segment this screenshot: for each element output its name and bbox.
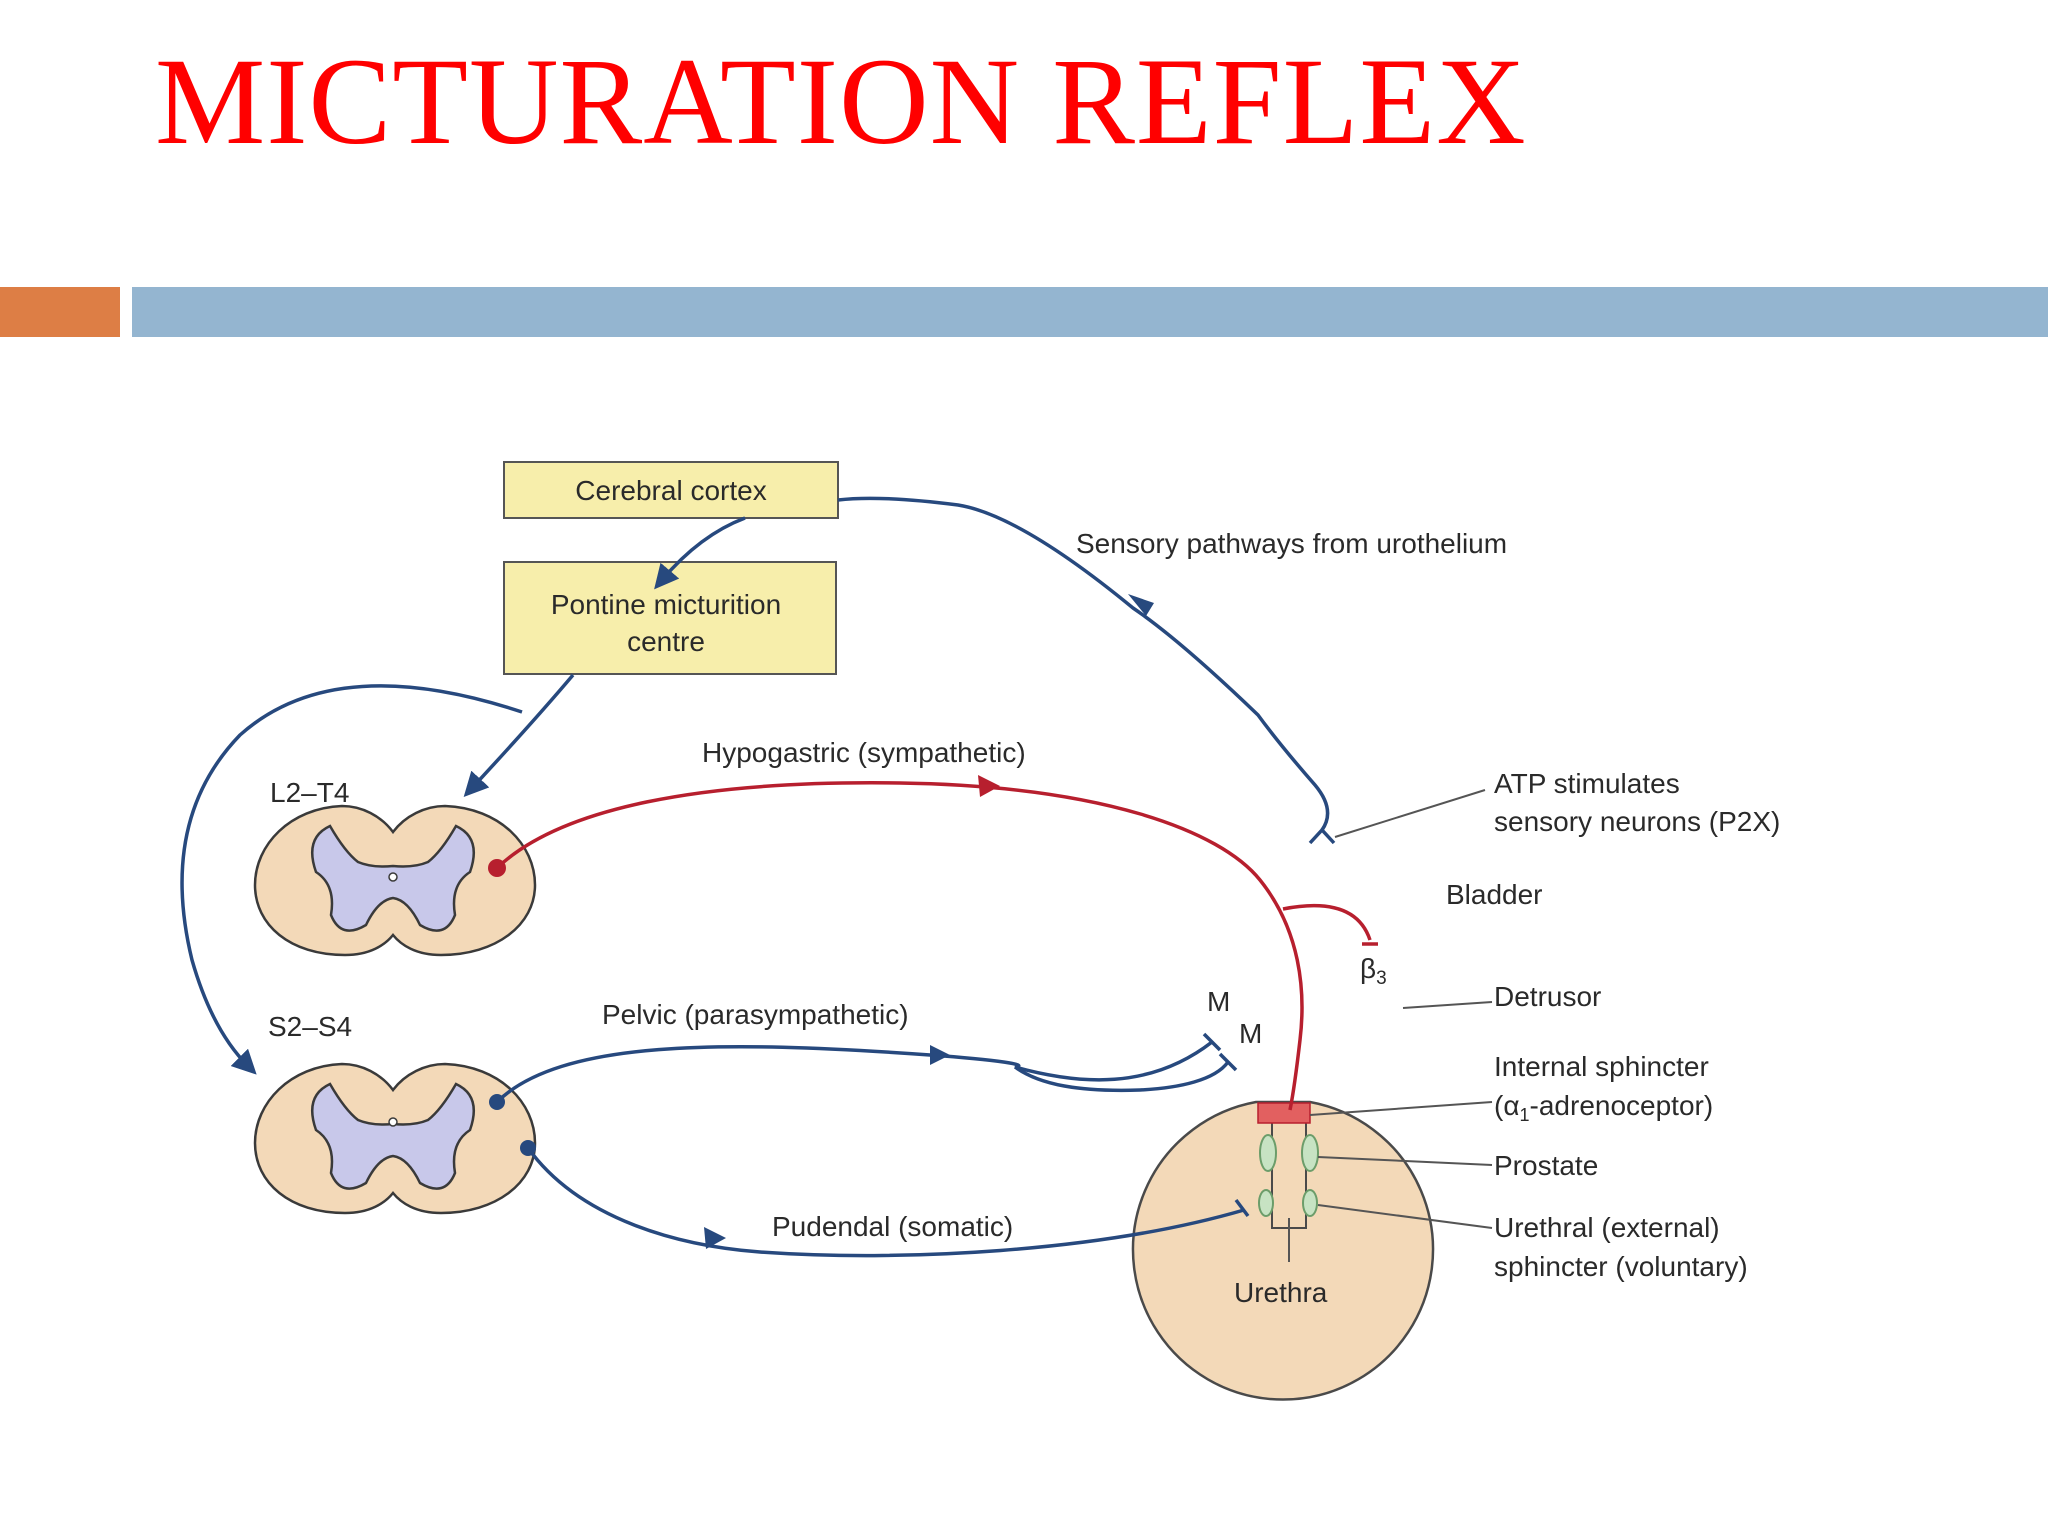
pelvic-origin-dot (489, 1094, 505, 1110)
external-sphincter-leader (1317, 1204, 1493, 1229)
pudendal-ending (1234, 1198, 1250, 1218)
pudendal-somatic-pathway (526, 1146, 1245, 1258)
sensory-pathway-label: Sensory pathways from urothelium (1076, 528, 1507, 559)
pudendal-label: Pudendal (somatic) (772, 1211, 1013, 1242)
m-ending-2 (1218, 1052, 1238, 1072)
sensory-ending (1308, 827, 1336, 845)
muscarinic-receptor-label-1: M (1207, 986, 1230, 1017)
cerebral-cortex-label: Cerebral cortex (575, 475, 766, 506)
pelvic-parasympathetic-pathway (495, 1040, 1214, 1104)
prostate-leader (1317, 1156, 1493, 1166)
external-sphincter-label-line2: sphincter (voluntary) (1494, 1251, 1748, 1282)
pontine-micturition-centre-box: Pontine micturition centre (503, 561, 837, 675)
pudendal-origin-dot (520, 1140, 536, 1156)
spinal-level-s2-s4-label: S2–S4 (268, 1011, 352, 1042)
sensory-pathway-arrowhead (1128, 594, 1154, 616)
accent-bar-orange (0, 287, 120, 337)
hypogastric-arrowhead (978, 775, 1000, 797)
pelvic-arrowhead (930, 1045, 950, 1065)
atp-label-line2: sensory neurons (P2X) (1494, 806, 1780, 837)
pontine-label-line1: Pontine micturition (551, 589, 781, 620)
detrusor-label: Detrusor (1494, 981, 1601, 1012)
spinal-level-l2-t4-label: L2–T4 (270, 777, 349, 808)
atp-leader (1334, 789, 1486, 838)
pontine-to-s2s4-pathway (180, 684, 523, 1075)
spinal-cord-l2-t4 (253, 804, 537, 957)
atp-label-line1: ATP stimulates (1494, 768, 1680, 799)
pelvic-branch-2 (1013, 1060, 1230, 1093)
external-sphincter (1258, 1189, 1318, 1217)
pontine-label-line2: centre (627, 626, 705, 657)
internal-sphincter-leader (1309, 1101, 1493, 1116)
pelvic-label: Pelvic (parasympathetic) (602, 999, 909, 1030)
spinal-cord-s2-s4 (253, 1062, 537, 1215)
internal-sphincter (1257, 1102, 1311, 1124)
slide-title: MICTURATION REFLEX (155, 33, 1527, 170)
bladder-label: Bladder (1446, 879, 1543, 910)
sensory-pathway-line (837, 496, 1330, 832)
prostate-label: Prostate (1494, 1150, 1598, 1181)
hypogastric-origin-dot (488, 859, 506, 877)
bladder (1131, 1100, 1435, 1401)
prostate (1259, 1134, 1319, 1172)
internal-sphincter-label-line2: (α1-adrenoceptor) (1494, 1090, 1713, 1125)
hypogastric-label: Hypogastric (sympathetic) (702, 737, 1026, 768)
urethra-label: Urethra (1234, 1277, 1328, 1308)
pudendal-arrowhead (704, 1227, 726, 1249)
hypogastric-sympathetic-pathway (495, 781, 1304, 1111)
m-ending-1 (1202, 1032, 1222, 1052)
external-sphincter-label-line1: Urethral (external) (1494, 1212, 1720, 1243)
detrusor-leader (1402, 1001, 1493, 1009)
muscarinic-receptor-label-2: M (1239, 1018, 1262, 1049)
accent-bar-blue (132, 287, 2048, 337)
internal-sphincter-label-line1: Internal sphincter (1494, 1051, 1709, 1082)
pontine-to-l2t4-pathway (463, 673, 575, 797)
beta3-branch (1282, 904, 1372, 941)
cerebral-cortex-box: Cerebral cortex (503, 461, 839, 519)
cortex-to-pontine-pathway (654, 516, 746, 590)
beta3-receptor-label: β3 (1360, 953, 1387, 989)
